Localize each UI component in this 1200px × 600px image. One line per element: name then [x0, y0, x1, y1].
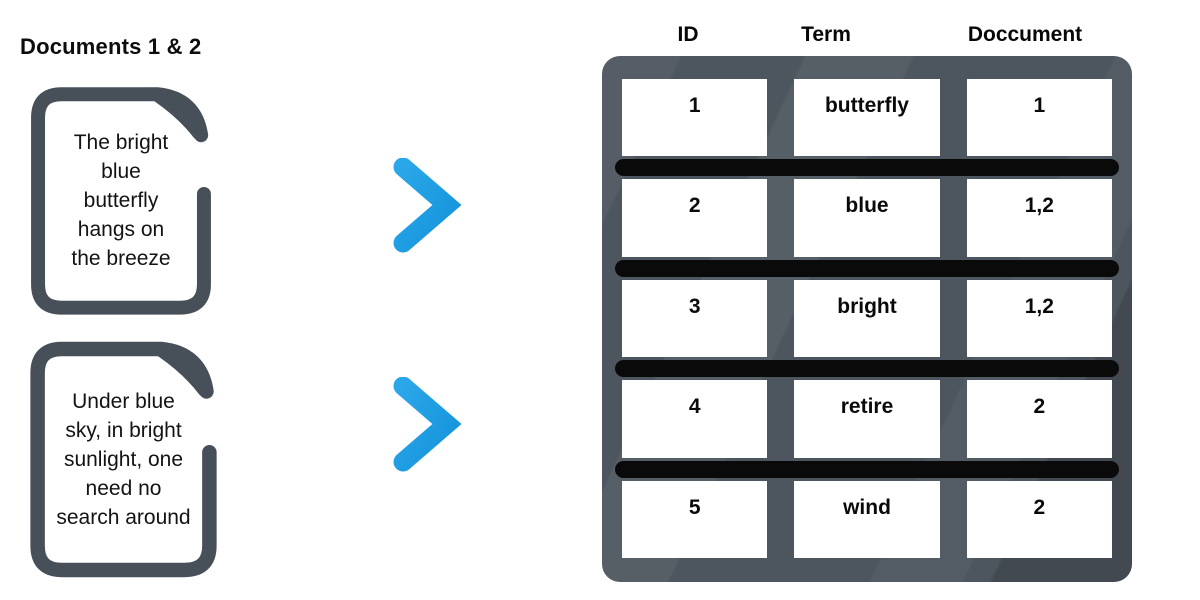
table-cell-term: butterfly [794, 79, 940, 157]
column-header-id: ID [677, 23, 699, 46]
table-row: 4 retire 2 [622, 380, 1112, 458]
table-cell-id: 3 [622, 279, 768, 358]
table-cell-term: blue [794, 179, 940, 257]
table-row: 5 wind 2 [622, 480, 1112, 559]
row-divider [615, 159, 1119, 177]
table-cell-doccument: 2 [966, 480, 1112, 559]
table-cell-term: wind [794, 480, 940, 559]
document-icon [30, 341, 217, 578]
table-row: 1 butterfly 1 [622, 79, 1112, 157]
row-divider [615, 360, 1119, 378]
table-row: 3 bright 1,2 [622, 279, 1112, 358]
column-header-doccument: Doccument [967, 23, 1083, 46]
table-cell-term: retire [794, 380, 940, 458]
row-divider [615, 259, 1119, 277]
table-cell-doccument: 1,2 [966, 179, 1112, 257]
table-cell-id: 1 [622, 79, 768, 157]
document-icon [31, 87, 211, 315]
table-cell-term: bright [794, 279, 940, 358]
column-header-term: Term [801, 23, 851, 46]
row-divider [615, 460, 1119, 478]
table-cell-id: 5 [622, 480, 768, 559]
table-cell-id: 4 [622, 380, 768, 458]
table-cell-doccument: 1,2 [966, 279, 1112, 358]
table-cell-id: 2 [622, 179, 768, 257]
table-row: 2 blue 1,2 [622, 179, 1112, 257]
arrow-right-icon [347, 158, 462, 253]
arrow-right-icon [347, 377, 462, 472]
section-title: Documents 1 & 2 [20, 34, 202, 59]
inverted-index-table: 1 butterfly 1 2 blue 1,2 3 bright 1,2 4 … [602, 56, 1132, 582]
table-cell-doccument: 2 [966, 380, 1112, 458]
table-cell-doccument: 1 [966, 79, 1112, 157]
